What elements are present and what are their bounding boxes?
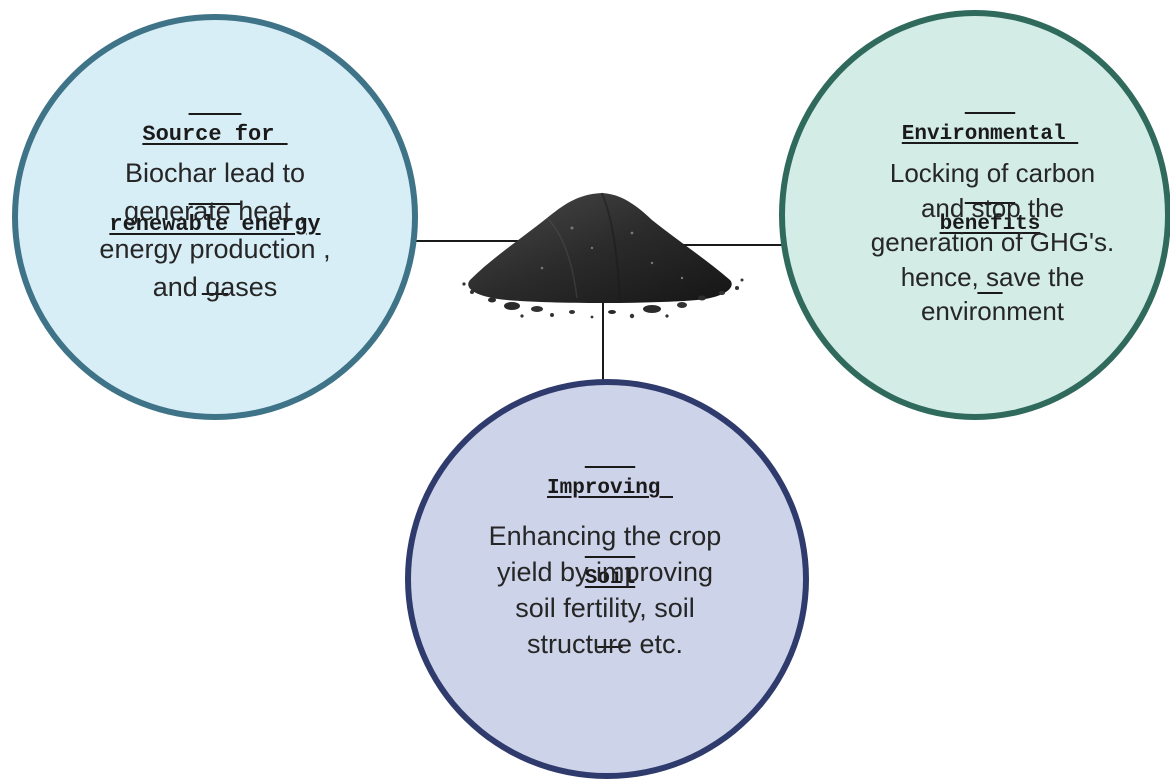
title-line: Soil — [584, 567, 636, 590]
renewable-energy-circle — [12, 14, 418, 420]
improving-soil-title: Improving Soil — [490, 414, 730, 654]
environmental-benefits-circle — [779, 10, 1170, 420]
title-line: benefits — [939, 213, 1041, 236]
description-line: soil fertility, soil — [515, 593, 695, 623]
connector-right — [680, 244, 782, 246]
biochar-pile-icon — [462, 192, 744, 319]
environmental-benefits-description: Locking of carbon and stop the generatio… — [820, 156, 1165, 329]
environmental-benefits-title: Environmental benefits — [840, 60, 1140, 300]
improving-soil-circle — [405, 379, 809, 779]
description-line: energy production , — [99, 234, 331, 264]
title-line: Environmental — [901, 123, 1079, 146]
connector-left — [412, 240, 524, 242]
title-line: renewable energy — [109, 212, 321, 237]
renewable-energy-title: Source for renewable energy — [70, 60, 360, 300]
description-line: and gases — [152, 272, 278, 302]
improving-soil-description: Enhancing the crop yield by improving so… — [430, 518, 780, 662]
description-line: environment — [920, 296, 1065, 326]
description-line: Biochar lead to — [124, 158, 306, 188]
description-line: Locking of carbon — [889, 158, 1096, 188]
description-line: generate heat , — [124, 196, 306, 226]
title-line: Source for — [142, 122, 288, 147]
description-line: and stop the — [920, 192, 1065, 223]
description-line: Enhancing the crop — [488, 521, 722, 551]
description-line: generation of GHG's. — [870, 227, 1115, 257]
description-line: yield by improving — [496, 557, 714, 587]
title-line: Improving — [546, 477, 674, 500]
renewable-energy-description: Biochar lead to generate heat , energy p… — [40, 154, 390, 306]
description-line: structure etc. — [526, 629, 684, 659]
connector-bottom — [602, 300, 604, 382]
description-line: hence, save the — [900, 261, 1085, 292]
